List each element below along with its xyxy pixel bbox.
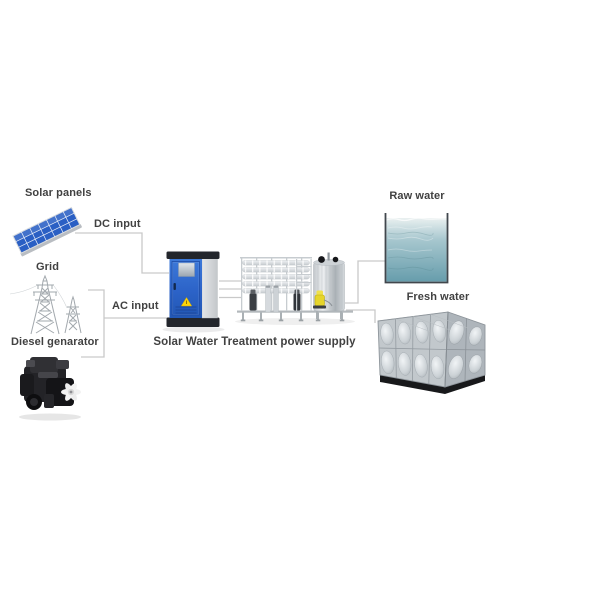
raw-water-line: [345, 260, 386, 304]
dosing-pump-icon: [313, 290, 333, 309]
connector-lines: [75, 232, 386, 358]
open-water-tank-icon: [384, 213, 449, 284]
pump-icon: [249, 293, 257, 311]
grid-label: Grid: [36, 261, 60, 273]
transmission-tower-icon: [9, 274, 82, 335]
diesel-generator-label: Diesel genarator: [11, 336, 99, 348]
fresh-water-line: [346, 309, 376, 323]
ro-treatment-skid-icon: [235, 252, 355, 325]
diagram-caption: Solar Water Treatment power supply: [153, 336, 356, 348]
grid-to-diesel-line: [81, 289, 105, 358]
engine-fan: [61, 383, 81, 401]
stainless-water-tank-icon: [377, 311, 486, 394]
dc-input-line: [75, 232, 169, 274]
solar-panels-label: Solar panels: [25, 187, 92, 199]
stainless-cylinder-tank: [313, 252, 345, 319]
solar-panel-icon: [12, 206, 82, 257]
dc-input-label: DC input: [94, 218, 141, 230]
raw-water-label: Raw water: [389, 190, 445, 202]
fresh-water-label: Fresh water: [406, 291, 470, 303]
ac-input-label: AC input: [112, 300, 159, 312]
power-cabinet-icon: [162, 251, 225, 333]
cabinet-handle: [173, 283, 176, 290]
diesel-engine-icon: [19, 357, 81, 421]
